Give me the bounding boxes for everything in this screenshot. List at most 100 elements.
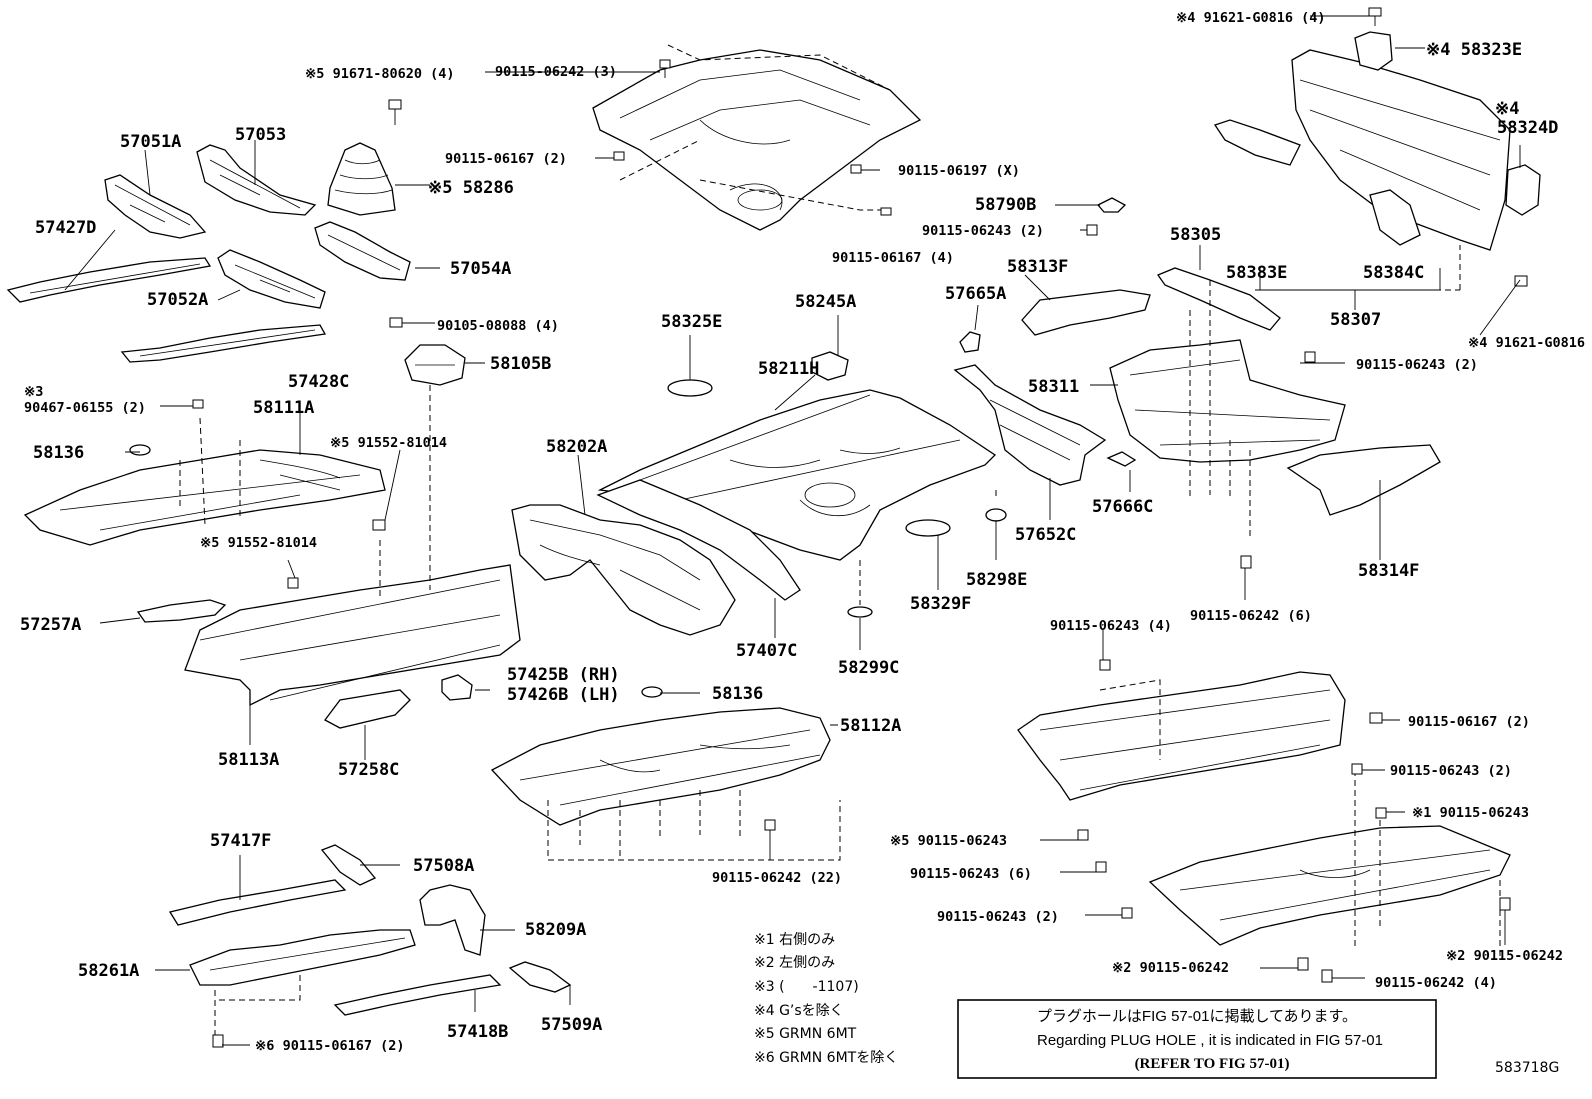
rear-member-57652C-part[interactable] — [953, 364, 1107, 486]
label-58384C: 58384C — [1363, 263, 1424, 283]
bolt-icon — [388, 99, 402, 125]
label-58261A: 58261A — [78, 961, 139, 981]
bracket-57054A-part[interactable] — [314, 221, 411, 281]
bracket-58383E-part[interactable] — [1213, 119, 1301, 166]
label-58324D-note: ※4 — [1495, 99, 1519, 119]
bolt-icon — [1514, 275, 1528, 287]
label-58105B: 58105B — [490, 354, 551, 374]
bolt-icon — [192, 399, 204, 409]
floor-panel-58112A-part[interactable] — [490, 707, 831, 826]
plug-58298E-part[interactable] — [985, 508, 1007, 522]
label-58311: 58311 — [1028, 377, 1079, 397]
bracket-57509A-part[interactable] — [508, 961, 572, 993]
rear-floor-lower-part[interactable] — [1148, 825, 1511, 946]
plug-58299C-part[interactable] — [847, 606, 873, 618]
label-57425B: 57425B (RH) — [507, 665, 620, 685]
bracket-58384C-part[interactable] — [1369, 189, 1421, 246]
label-57426B: 57426B (LH) — [507, 685, 620, 705]
bracket-58209A-part[interactable] — [419, 884, 486, 956]
bolt-icon — [1375, 807, 1387, 819]
bracket-57053-part[interactable] — [196, 144, 317, 216]
bracket-57665A-part[interactable] — [959, 331, 981, 353]
label-57407C: 57407C — [736, 641, 797, 661]
label-90115-06242-3: 90115-06242 (3) — [495, 64, 617, 80]
rail-57427D-part[interactable] — [6, 257, 212, 303]
bracket-57052A-part[interactable] — [217, 249, 326, 309]
rail-58261A-part[interactable] — [189, 929, 416, 986]
figure-reference-code: 583718G — [1495, 1060, 1559, 1076]
rear-floor-assembly-part[interactable] — [1017, 671, 1346, 801]
tunnel-58113A-part[interactable] — [184, 564, 521, 707]
label-58136a: 58136 — [33, 443, 84, 463]
bracket-58323E-part[interactable] — [1354, 31, 1393, 71]
shift-boot-58286-part[interactable] — [327, 142, 396, 216]
label-57665A: 57665A — [945, 284, 1006, 304]
reference-line-ja: プラグホールはFIG 57-01に掲載してあります。 — [1037, 1008, 1357, 1025]
bracket-57508A-part[interactable] — [320, 844, 377, 886]
label-58112A: 58112A — [840, 716, 901, 736]
bolt-icon — [659, 59, 671, 78]
rail-57417F-part[interactable] — [168, 879, 347, 926]
bolt-icon — [1368, 7, 1382, 26]
bracket-57425B-part[interactable] — [441, 674, 473, 701]
label-57257A: 57257A — [20, 615, 81, 635]
bolt-icon — [1099, 659, 1111, 671]
bolt-icon — [1304, 351, 1316, 363]
bolt-icon — [850, 164, 862, 174]
label-90115-06243-n1: ※1 90115-06243 — [1412, 805, 1529, 821]
bolt-icon — [1086, 224, 1098, 236]
bracket-58245A-part[interactable] — [811, 351, 849, 381]
floor-panel-58111A-part[interactable] — [23, 449, 386, 546]
bolt-icon — [1095, 861, 1107, 873]
bolt-icon — [1351, 763, 1363, 775]
bracket-57666C-part[interactable] — [1106, 451, 1137, 467]
reference-line-en: Regarding PLUG HOLE , it is indicated in… — [1037, 1032, 1383, 1049]
label-58298E: 58298E — [966, 570, 1027, 590]
bracket-57257A-part[interactable] — [136, 599, 227, 623]
frame-57407C-part[interactable] — [596, 479, 801, 601]
upper-floor-pan-part[interactable] — [592, 49, 922, 231]
label-90467-06155: 90467-06155 (2) — [24, 400, 146, 416]
label-58299C: 58299C — [838, 658, 899, 678]
label-58314F: 58314F — [1358, 561, 1419, 581]
label-91621-G0816-bottom: ※4 91621-G0816 (4) — [1468, 335, 1592, 351]
note-4: ※4 G’sを除く — [754, 1003, 844, 1019]
frame-58202A-part[interactable] — [511, 504, 736, 636]
label-90115-06243-2d: 90115-06243 (2) — [937, 909, 1059, 925]
label-57666C: 57666C — [1092, 497, 1153, 517]
plug-58325E-part[interactable] — [667, 379, 713, 397]
plug-58136a-part[interactable] — [129, 444, 151, 456]
spare-tire-well-58311-part[interactable] — [1109, 339, 1346, 463]
label-58202A: 58202A — [546, 437, 607, 457]
bracket-57051A-part[interactable] — [104, 174, 207, 239]
rail-57428C-part[interactable] — [120, 324, 327, 363]
bolt-icon — [1077, 829, 1089, 841]
plug-58329F-part[interactable] — [905, 519, 951, 537]
label-58136b: 58136 — [712, 684, 763, 704]
bracket-58313F-part[interactable] — [1021, 289, 1151, 336]
label-90115-06197: 90115-06197 (X) — [898, 163, 1020, 179]
note-5: ※5 GRMN 6MT — [754, 1026, 857, 1042]
bracket-58324D-part[interactable] — [1505, 164, 1541, 216]
bolt-icon — [212, 1034, 224, 1048]
bracket-57258C-part[interactable] — [324, 689, 411, 729]
plug-58136b-part[interactable] — [641, 686, 663, 698]
label-90115-06242-22: 90115-06242 (22) — [712, 870, 842, 886]
label-58323E: ※4 58323E — [1426, 40, 1522, 60]
bracket-58105B-part[interactable] — [404, 344, 466, 386]
label-58307: 58307 — [1330, 310, 1381, 330]
label-90115-06167-2c: ※6 90115-06167 (2) — [255, 1038, 404, 1054]
bolt-icon — [1321, 969, 1333, 983]
main-floor-58211H-part[interactable] — [597, 389, 997, 561]
rail-57418B-part[interactable] — [333, 974, 502, 1016]
bracket-58790B-part[interactable] — [1096, 197, 1127, 213]
label-57508A: 57508A — [413, 856, 474, 876]
bolt-icon — [1369, 712, 1383, 724]
bracket-58314F-part[interactable] — [1286, 444, 1441, 516]
label-90115-06167-4: 90115-06167 (4) — [832, 250, 954, 266]
label-57417F: 57417F — [210, 831, 271, 851]
label-57418B: 57418B — [447, 1022, 508, 1042]
label-90115-06243-6: 90115-06243 (6) — [910, 866, 1032, 882]
label-90115-06242-6: 90115-06242 (6) — [1190, 608, 1312, 624]
cross-member-58305-part[interactable] — [1157, 267, 1281, 331]
